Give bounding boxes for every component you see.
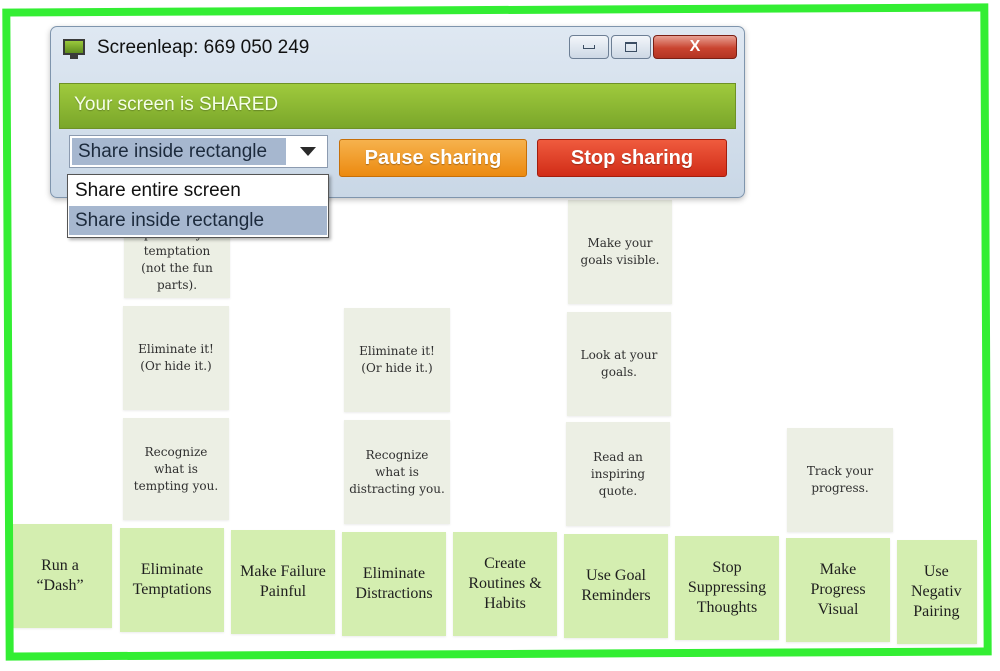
note-read-quote: Read an inspiring quote. bbox=[566, 422, 670, 526]
label-card-use-negative-pairing: Use Negativ Pairing bbox=[897, 540, 977, 644]
note-track-progress: Track your progress. bbox=[787, 428, 893, 532]
maximize-button[interactable] bbox=[611, 35, 651, 59]
label-card-stop-suppressing-thoughts: Stop Suppressing Thoughts bbox=[675, 536, 779, 640]
note-look-at-goals: Look at your goals. bbox=[567, 312, 671, 416]
note-eliminate-temptation: Eliminate it! (Or hide it.) bbox=[123, 306, 229, 410]
note-goals-visible: Make your goals visible. bbox=[568, 200, 672, 304]
window-title: Screenleap: 669 050 249 bbox=[97, 37, 310, 58]
maximize-icon bbox=[625, 42, 637, 52]
minimize-button[interactable] bbox=[569, 35, 609, 59]
share-status-text: Your screen is SHARED bbox=[74, 94, 279, 115]
option-share-entire-screen[interactable]: Share entire screen bbox=[75, 180, 241, 201]
label-card-create-routines: Create Routines & Habits bbox=[453, 532, 557, 636]
stop-sharing-button[interactable]: Stop sharing bbox=[537, 139, 727, 177]
label-card-use-goal-reminders: Use Goal Reminders bbox=[564, 534, 668, 638]
share-mode-selected-value[interactable]: Share inside rectangle bbox=[72, 138, 286, 165]
note-recognize-distraction: Recognize what is distracting you. bbox=[344, 420, 450, 524]
label-card-eliminate-distractions: Eliminate Distractions bbox=[342, 532, 446, 636]
label-card-run-a-dash: Run a “Dash” bbox=[8, 524, 112, 628]
label-card-make-progress-visual: Make Progress Visual bbox=[786, 538, 890, 642]
close-icon: X bbox=[689, 38, 701, 55]
share-mode-select[interactable]: Share inside rectangle bbox=[69, 135, 328, 168]
share-status-bar: Your screen is SHARED bbox=[59, 83, 736, 129]
close-button[interactable]: X bbox=[653, 35, 737, 59]
share-mode-dropdown: Share entire screen Share inside rectang… bbox=[67, 174, 329, 238]
monitor-icon bbox=[63, 39, 85, 59]
label-card-eliminate-temptations: Eliminate Temptations bbox=[120, 528, 224, 632]
pause-sharing-button[interactable]: Pause sharing bbox=[339, 139, 527, 177]
note-eliminate-distraction: Eliminate it! (Or hide it.) bbox=[344, 308, 450, 412]
label-card-make-failure-painful: Make Failure Painful bbox=[231, 530, 335, 634]
note-recognize-temptation: Recognize what is tempting you. bbox=[123, 418, 229, 520]
title-bar[interactable]: Screenleap: 669 050 249 X bbox=[51, 27, 744, 73]
option-share-inside-rectangle[interactable]: Share inside rectangle bbox=[69, 206, 327, 235]
chevron-down-icon[interactable] bbox=[291, 138, 325, 165]
screenleap-window: Screenleap: 669 050 249 X Your screen is… bbox=[50, 26, 745, 238]
minimize-icon bbox=[583, 45, 595, 49]
